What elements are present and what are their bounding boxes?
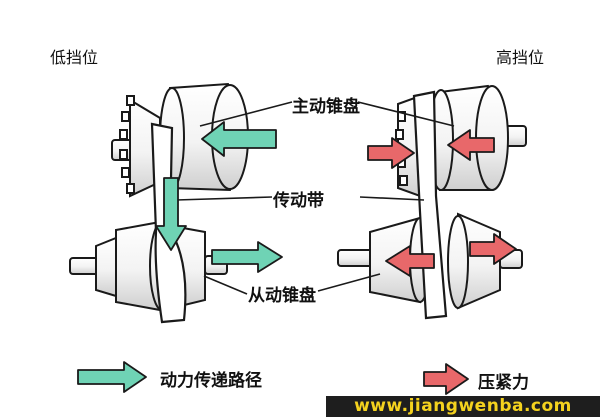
driven-cone-label: 从动锥盘 — [248, 286, 316, 306]
power-arrow-down-icon — [155, 177, 187, 251]
high-gear-label: 高挡位 — [496, 48, 545, 67]
legend-force-arrow-icon — [423, 363, 469, 395]
force-arrow-right-icon — [367, 137, 415, 169]
force-arrow-left-icon — [447, 129, 495, 161]
legend-power-arrow-icon — [77, 361, 147, 393]
watermark: www.jiangwenba.com — [326, 396, 600, 417]
drive-cone-label: 主动锥盘 — [292, 97, 360, 117]
low-gear-driven-pulley — [69, 220, 228, 312]
force-arrows — [367, 129, 517, 395]
power-arrow-left-icon — [201, 121, 277, 157]
toothed-ring — [119, 95, 135, 194]
low-gear-label: 低挡位 — [50, 48, 99, 67]
force-arrow-left-icon — [385, 245, 435, 277]
power-arrow-right-icon — [211, 241, 283, 273]
high-gear-belt — [412, 90, 448, 320]
legend-power-path-label: 动力传递路径 — [160, 371, 262, 391]
force-arrow-right-icon — [469, 233, 517, 265]
power-arrows — [77, 121, 283, 393]
legend-clamp-force-label: 压紧力 — [478, 373, 529, 393]
leader-lines — [175, 101, 455, 295]
belt-label: 传动带 — [273, 191, 324, 211]
